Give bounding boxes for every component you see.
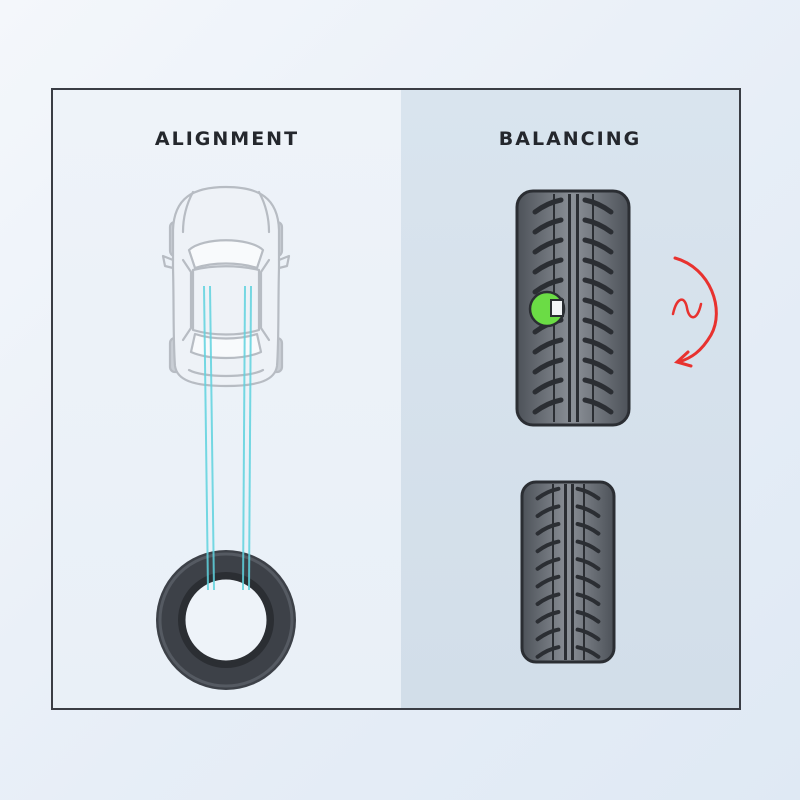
diagram-frame: ALIGNMENT: [51, 88, 741, 710]
tire-front-view-icon: [156, 550, 296, 690]
rotation-arrow-icon: [673, 256, 718, 368]
alignment-laser-lines: [203, 285, 252, 591]
vibration-wave-icon: [671, 298, 703, 319]
balance-weight-icon: [528, 290, 566, 328]
alignment-panel: ALIGNMENT: [53, 90, 401, 708]
alignment-heading: ALIGNMENT: [154, 128, 300, 150]
balancing-heading: BALANCING: [498, 128, 642, 150]
balancing-panel: BALANCING: [401, 90, 739, 708]
tire-tread-icon: [520, 480, 616, 664]
tire-tread-icon: [515, 189, 631, 427]
car-top-view-icon: [156, 185, 296, 690]
